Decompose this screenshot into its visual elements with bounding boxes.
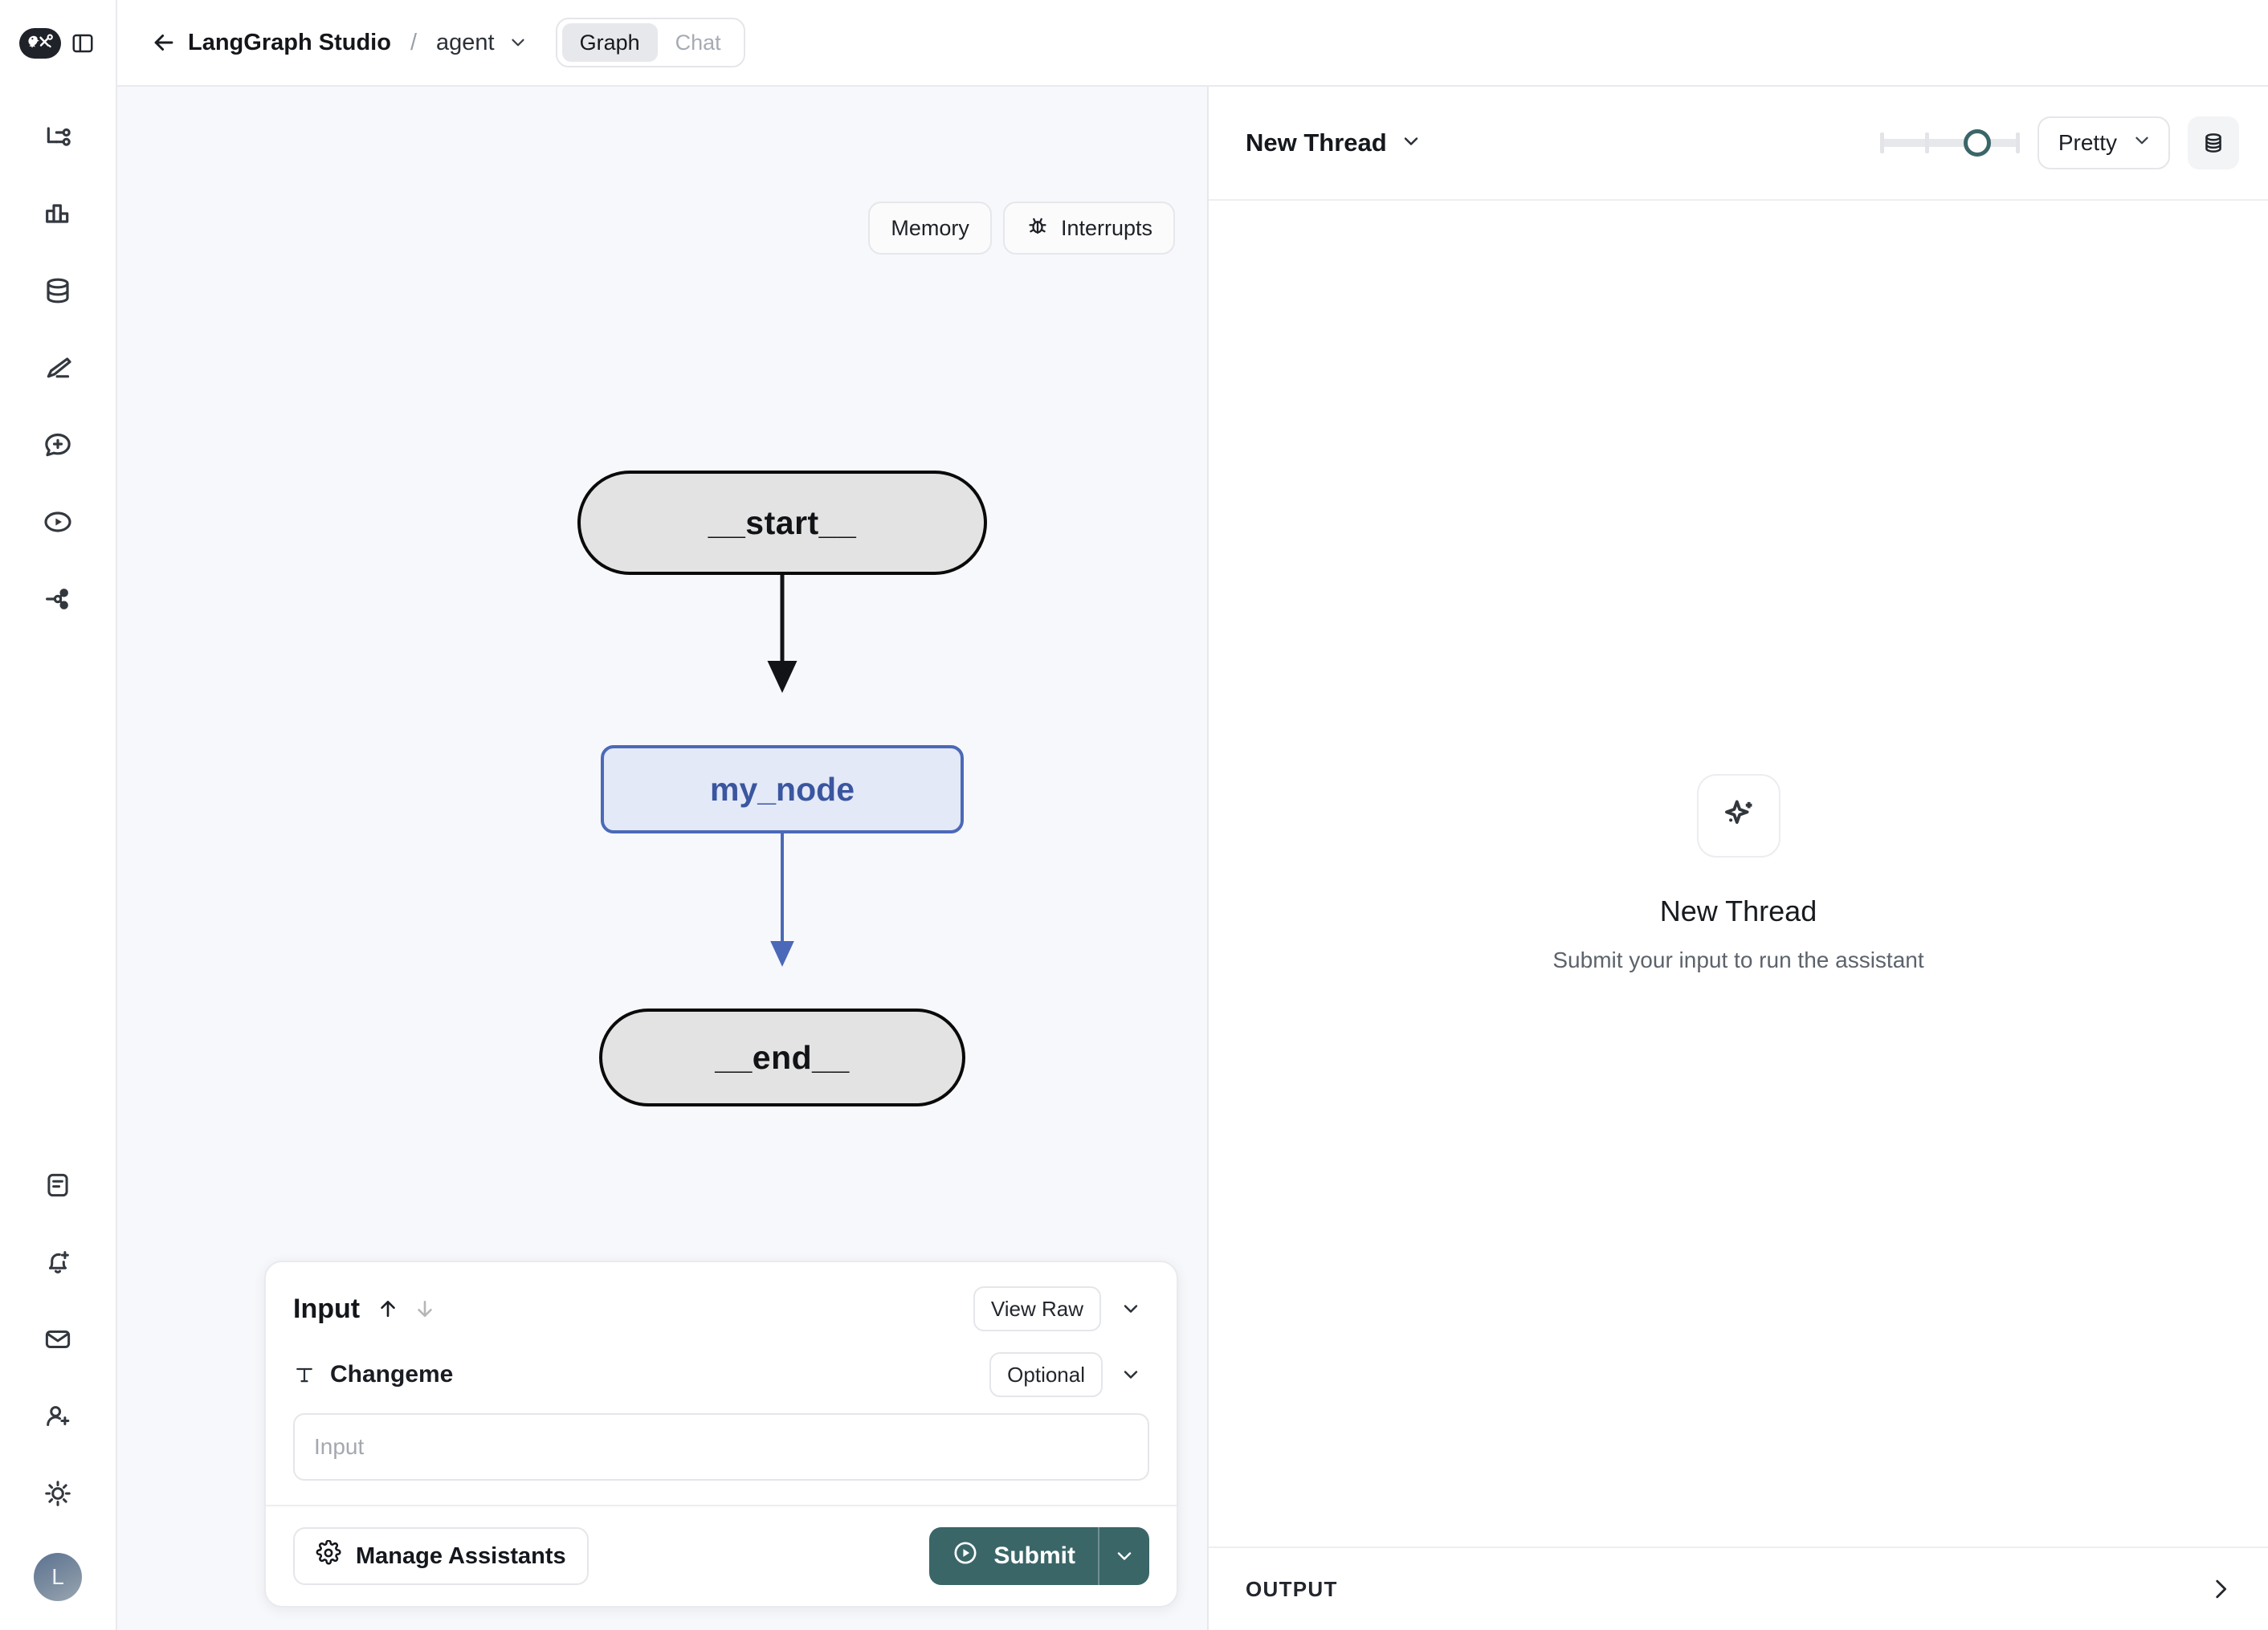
format-select-label: Pretty — [2058, 130, 2117, 155]
sidebar-item-docs[interactable] — [19, 1147, 96, 1224]
tab-chat[interactable]: Chat — [675, 31, 721, 55]
history-slider[interactable] — [1879, 126, 2020, 160]
sidebar-item-graph-flow[interactable] — [19, 98, 96, 175]
submit-button-group: Submit — [929, 1527, 1149, 1585]
langchain-parrot-tools-logo-icon[interactable] — [19, 28, 61, 59]
thread-selector-label: New Thread — [1246, 128, 1387, 157]
left-rail: L — [0, 0, 117, 1630]
interrupts-button-label: Interrupts — [1060, 215, 1152, 240]
memory-button-label: Memory — [891, 215, 969, 240]
breadcrumb-separator: / — [410, 29, 417, 55]
sidebar-item-alerts[interactable] — [19, 1224, 96, 1301]
breadcrumb-app-title[interactable]: LangGraph Studio — [188, 29, 391, 55]
graph-node-end-label: __end__ — [715, 1038, 850, 1076]
tab-graph[interactable]: Graph — [561, 23, 658, 62]
history-slider-tick — [1924, 132, 1929, 153]
thread-empty-state: New Thread Submit your input to run the … — [1209, 201, 2268, 1546]
avatar[interactable]: L — [34, 1553, 82, 1601]
thread-header-actions: Pretty — [1879, 116, 2239, 169]
sidebar-item-prompts[interactable] — [19, 406, 96, 483]
graph-node-my-node: my_node — [601, 745, 964, 833]
arrow-down-icon[interactable] — [413, 1297, 437, 1321]
input-panel-header-actions: View Raw — [973, 1286, 1149, 1331]
sidebar-item-invite[interactable] — [19, 1378, 96, 1455]
input-panel-collapse-chevron-down-icon[interactable] — [1112, 1290, 1149, 1327]
history-slider-tick — [2015, 132, 2020, 153]
graph-node-end: __end__ — [599, 1009, 965, 1106]
thread-chevron-down-icon — [1400, 130, 1422, 157]
sidebar-item-annotate[interactable] — [19, 329, 96, 406]
right-pane: New Thread — [1209, 87, 2268, 1630]
format-select[interactable]: Pretty — [2037, 116, 2170, 169]
empty-state-subtitle: Submit your input to run the assistant — [1552, 947, 1924, 972]
graph-node-start: __start__ — [577, 471, 987, 575]
empty-state-title: New Thread — [1659, 894, 1817, 927]
thread-selector[interactable]: New Thread — [1246, 128, 1422, 157]
graph-node-start-label: __start__ — [708, 503, 857, 541]
manage-assistants-label: Manage Assistants — [356, 1542, 566, 1569]
history-slider-thumb[interactable] — [1963, 129, 1991, 157]
thread-header: New Thread — [1209, 87, 2268, 201]
sidebar-item-analytics[interactable] — [19, 175, 96, 252]
rail-primary-icons — [19, 98, 96, 638]
view-tabs: Graph Chat — [555, 18, 745, 67]
state-database-icon[interactable] — [2188, 116, 2239, 169]
output-footer-label: OUTPUT — [1246, 1576, 1338, 1601]
input-field-chevron-down-icon[interactable] — [1112, 1356, 1149, 1393]
sidebar-item-theme[interactable] — [19, 1455, 96, 1532]
sidebar-panel-toggle-icon[interactable] — [69, 30, 96, 57]
interrupts-button[interactable]: Interrupts — [1002, 202, 1175, 255]
sidebar-item-datasets[interactable] — [19, 252, 96, 329]
gear-icon — [316, 1539, 341, 1572]
view-raw-button[interactable]: View Raw — [973, 1286, 1101, 1331]
sidebar-item-playground[interactable] — [19, 483, 96, 560]
input-field-label: Changeme — [330, 1361, 454, 1388]
bug-icon — [1026, 214, 1050, 243]
play-circle-icon — [952, 1539, 979, 1573]
submit-options-chevron-down-icon[interactable] — [1099, 1527, 1149, 1585]
arrow-left-icon[interactable] — [146, 25, 182, 60]
input-field-wrap — [266, 1397, 1177, 1505]
arrow-up-icon[interactable] — [376, 1297, 400, 1321]
input-panel-header: Input View Raw — [266, 1262, 1177, 1338]
assistant-chevron-down-icon[interactable] — [508, 32, 528, 53]
sparkles-icon — [1696, 774, 1781, 858]
manage-assistants-button[interactable]: Manage Assistants — [293, 1527, 589, 1585]
graph-node-my-node-label: my_node — [710, 770, 855, 808]
input-panel-footer: Manage Assistants Submit — [266, 1505, 1177, 1606]
submit-button[interactable]: Submit — [929, 1527, 1098, 1585]
sidebar-item-deployments[interactable] — [19, 560, 96, 638]
input-field-header: Changeme Optional — [266, 1338, 1177, 1397]
changeme-input[interactable] — [293, 1413, 1149, 1481]
history-slider-track — [1879, 139, 2020, 147]
optional-badge[interactable]: Optional — [989, 1352, 1103, 1397]
history-slider-tick — [1879, 132, 1884, 153]
sidebar-item-inbox[interactable] — [19, 1301, 96, 1378]
output-footer[interactable]: OUTPUT — [1209, 1546, 2268, 1630]
submit-divider — [1098, 1527, 1099, 1585]
text-type-icon — [293, 1363, 316, 1386]
input-panel-title: Input — [293, 1293, 361, 1324]
main-area: LangGraph Studio / agent Graph Chat Memo… — [117, 0, 2268, 1630]
rail-bottom-icons: L — [19, 1147, 96, 1630]
chevron-right-icon[interactable] — [2207, 1575, 2234, 1603]
submit-button-label: Submit — [993, 1542, 1075, 1569]
input-field-actions: Optional — [989, 1352, 1149, 1397]
format-chevron-down-icon — [2131, 130, 2152, 157]
memory-button[interactable]: Memory — [868, 202, 992, 255]
topbar: LangGraph Studio / agent Graph Chat — [117, 0, 2268, 87]
breadcrumb-assistant[interactable]: agent — [436, 29, 495, 55]
graph-pane: Memory Interrupts — [117, 87, 1209, 1630]
graph-toolbar: Memory Interrupts — [868, 202, 1175, 255]
graph-canvas[interactable]: __start__ my_node __end__ — [117, 87, 1207, 1630]
body-split: Memory Interrupts — [117, 87, 2268, 1630]
rail-logo-row — [0, 0, 116, 87]
input-panel: Input View Raw — [264, 1261, 1178, 1608]
